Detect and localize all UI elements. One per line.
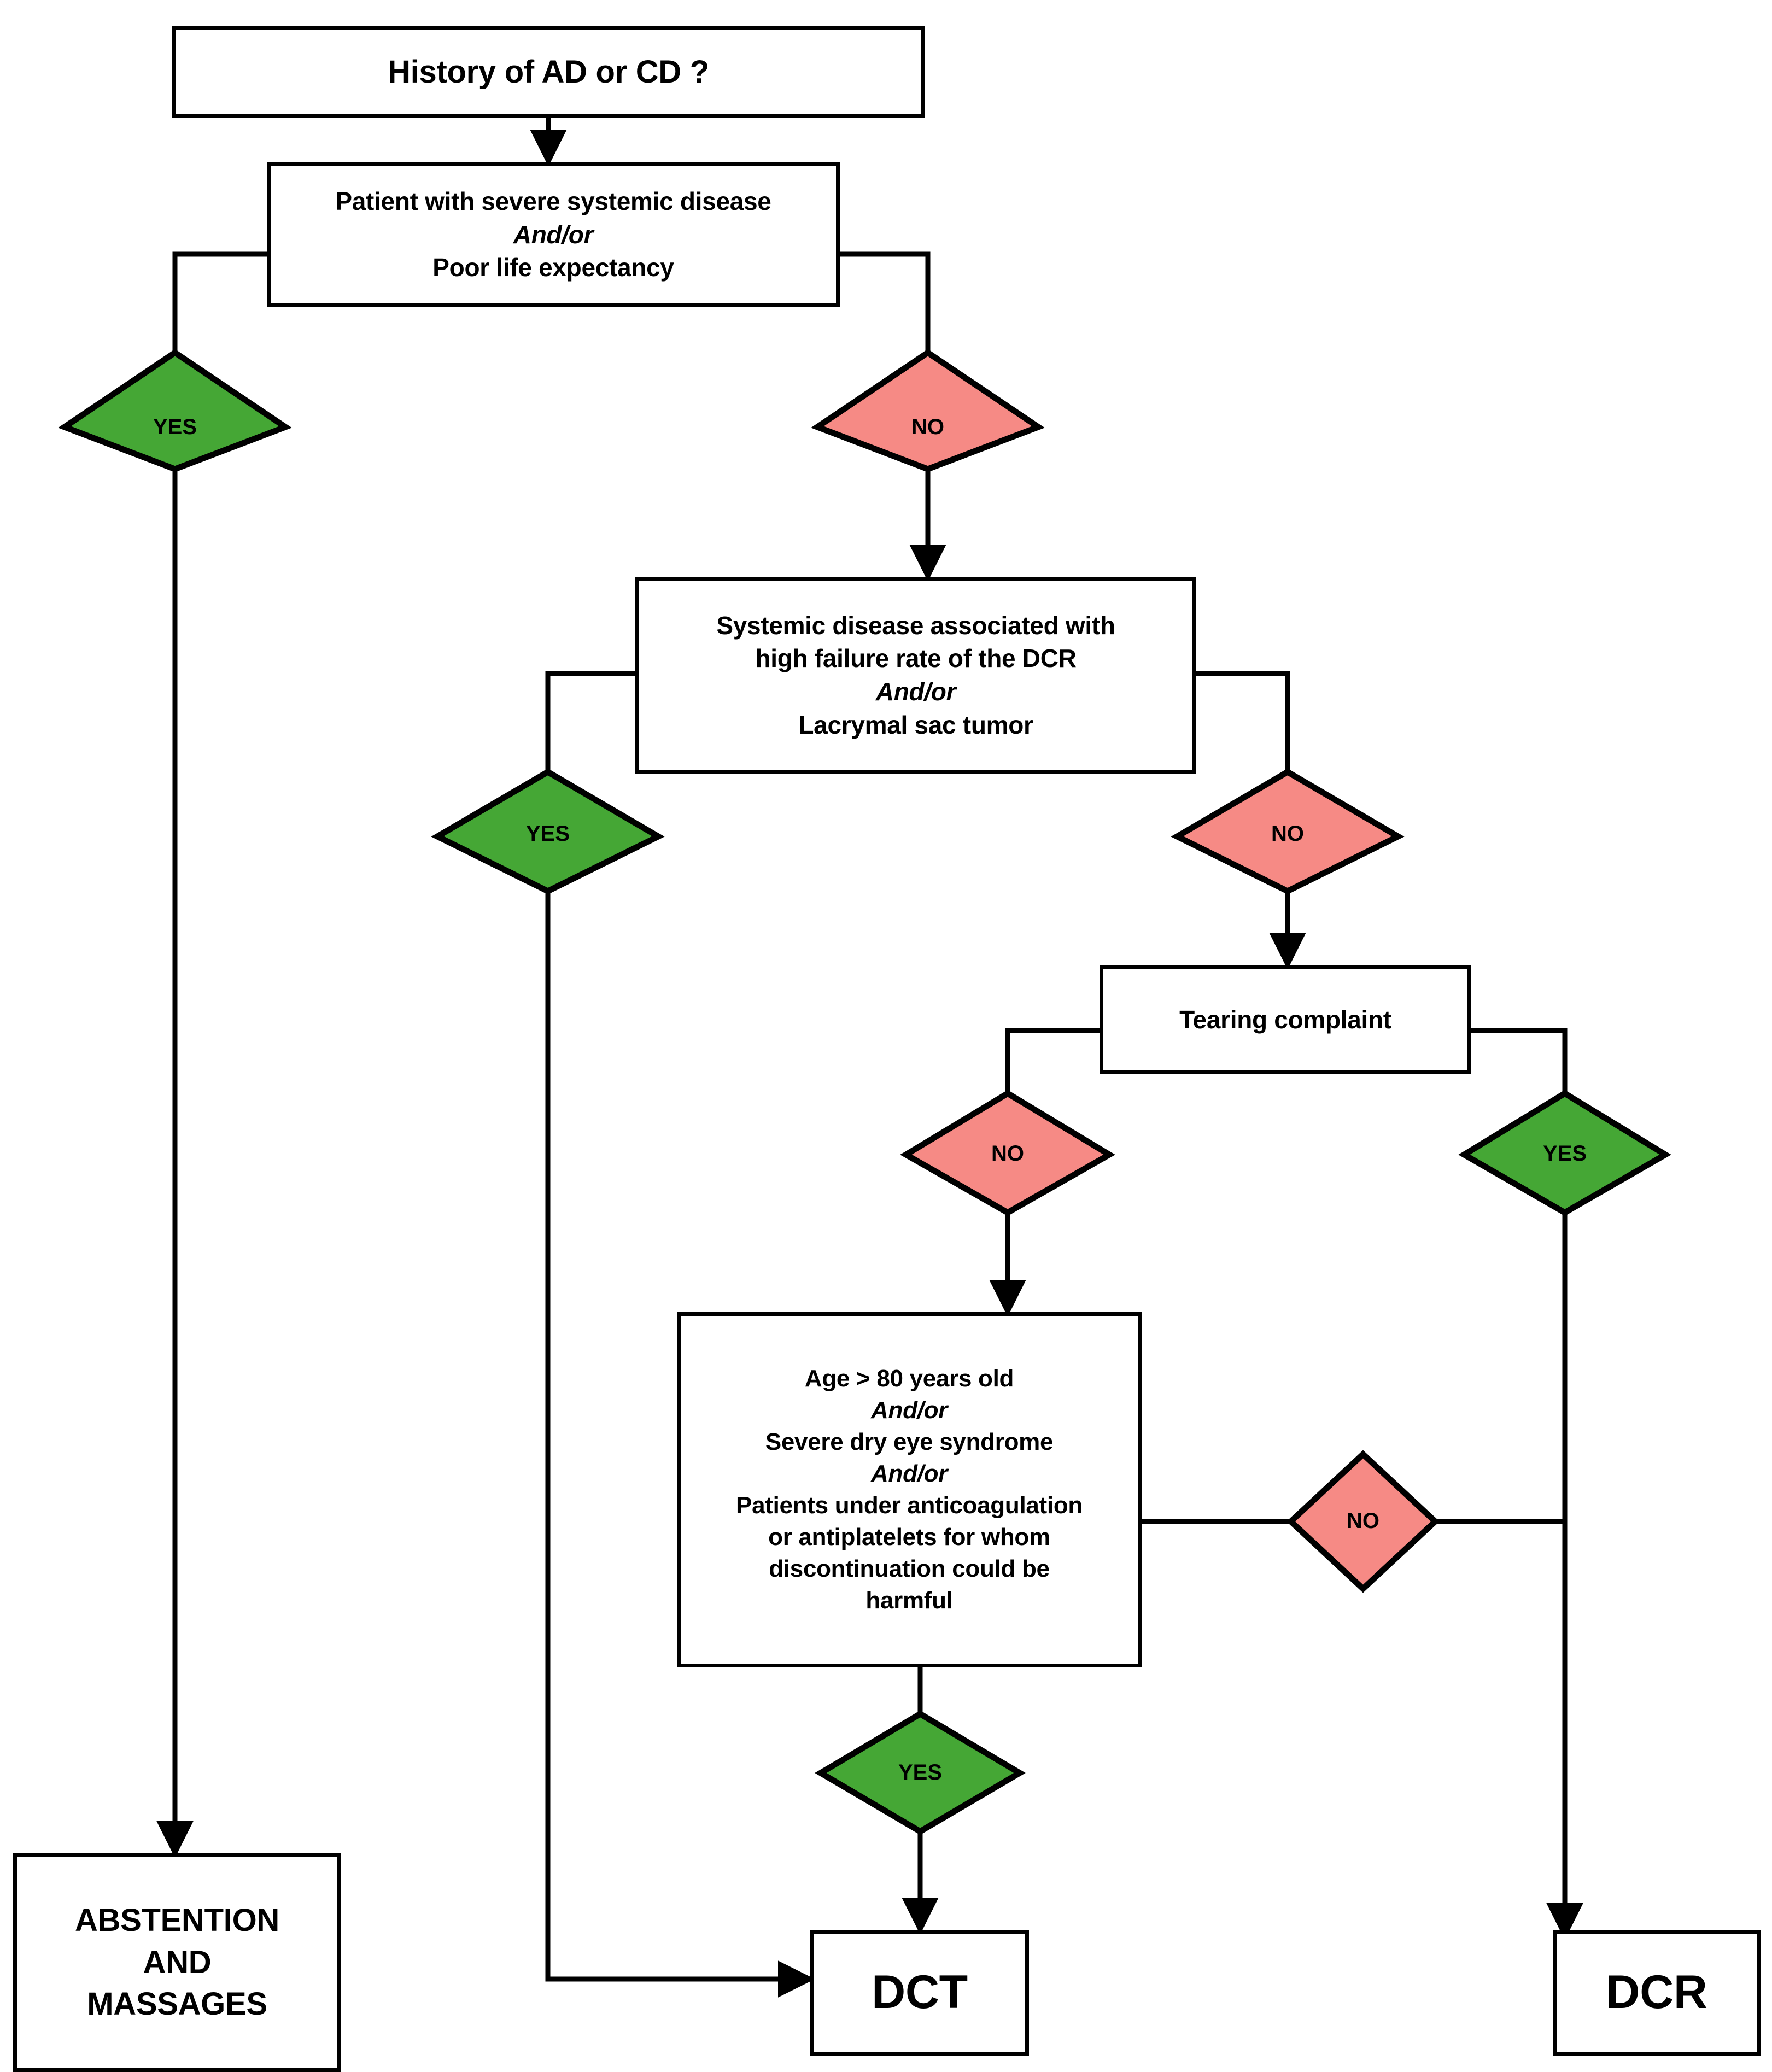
node-dcr-outcome[interactable]: DCR: [1553, 1930, 1761, 2056]
risk-factors-line-3: Severe dry eye syndrome: [765, 1428, 1054, 1455]
node-systemic-disease-dcr[interactable]: Systemic disease associated with high fa…: [635, 577, 1196, 774]
edge-yes2-to-dct: [545, 891, 815, 1998]
decision-diamond-no-systemic-disease[interactable]: [1171, 768, 1405, 895]
node-start-label: History of AD or CD ?: [388, 54, 709, 90]
risk-factors-line-2: And/or: [871, 1396, 948, 1424]
node-risk-factors[interactable]: Age > 80 years old And/or Severe dry eye…: [677, 1312, 1142, 1667]
severe-disease-line-2: And/or: [513, 220, 594, 249]
edge-systemic-disease-no-branch: [1196, 671, 1290, 772]
edge-systemic-disease-yes-branch: [545, 671, 635, 772]
decision-diamond-no-tearing[interactable]: [900, 1090, 1115, 1216]
decision-diamond-yes-systemic-disease[interactable]: [431, 768, 665, 895]
node-start-history[interactable]: History of AD or CD ?: [172, 26, 925, 118]
decision-diamond-yes-severe-disease[interactable]: [58, 349, 292, 472]
edge-tearing-yes-branch: [1471, 1028, 1568, 1093]
dct-label: DCT: [872, 1966, 968, 2019]
abstention-line-1: ABSTENTION: [74, 1903, 279, 1939]
dcr-label: DCR: [1606, 1966, 1707, 2019]
decision-diamond-no-severe-disease[interactable]: [811, 349, 1045, 472]
risk-factors-line-7: discontinuation could be: [769, 1555, 1050, 1583]
edge-tearing-no-branch: [1005, 1028, 1100, 1093]
risk-factors-line-5: Patients under anticoagulation: [736, 1492, 1083, 1519]
edge-severe-disease-no-branch: [839, 251, 931, 353]
abstention-line-3: MASSAGES: [87, 1986, 267, 2022]
risk-factors-line-1: Age > 80 years old: [804, 1365, 1014, 1392]
risk-factors-line-8: harmful: [865, 1587, 953, 1614]
decision-diamond-yes-risk-factors[interactable]: [815, 1710, 1026, 1835]
decision-diamond-no-risk-factors[interactable]: [1286, 1450, 1440, 1593]
systemic-dcr-line-4: Lacrymal sac tumor: [798, 710, 1033, 739]
risk-factors-line-4: And/or: [871, 1460, 948, 1487]
systemic-dcr-line-3: And/or: [875, 677, 956, 706]
abstention-line-2: AND: [143, 1944, 212, 1980]
decision-diamond-yes-tearing[interactable]: [1458, 1090, 1671, 1216]
risk-factors-line-6: or antiplatelets for whom: [768, 1524, 1050, 1551]
systemic-dcr-line-1: Systemic disease associated with: [716, 611, 1115, 640]
node-severe-systemic-disease[interactable]: Patient with severe systemic disease And…: [267, 162, 840, 307]
edge-severe-disease-yes-branch: [172, 251, 267, 353]
node-dct-outcome[interactable]: DCT: [810, 1930, 1029, 2056]
severe-disease-line-1: Patient with severe systemic disease: [335, 186, 771, 215]
node-tearing-complaint[interactable]: Tearing complaint: [1100, 965, 1471, 1074]
node-abstention-and-massages[interactable]: ABSTENTION AND MASSAGES: [13, 1853, 341, 2072]
tearing-complaint-label: Tearing complaint: [1179, 1005, 1391, 1034]
severe-disease-line-3: Poor life expectancy: [432, 253, 674, 282]
systemic-dcr-line-2: high failure rate of the DCR: [755, 644, 1077, 673]
